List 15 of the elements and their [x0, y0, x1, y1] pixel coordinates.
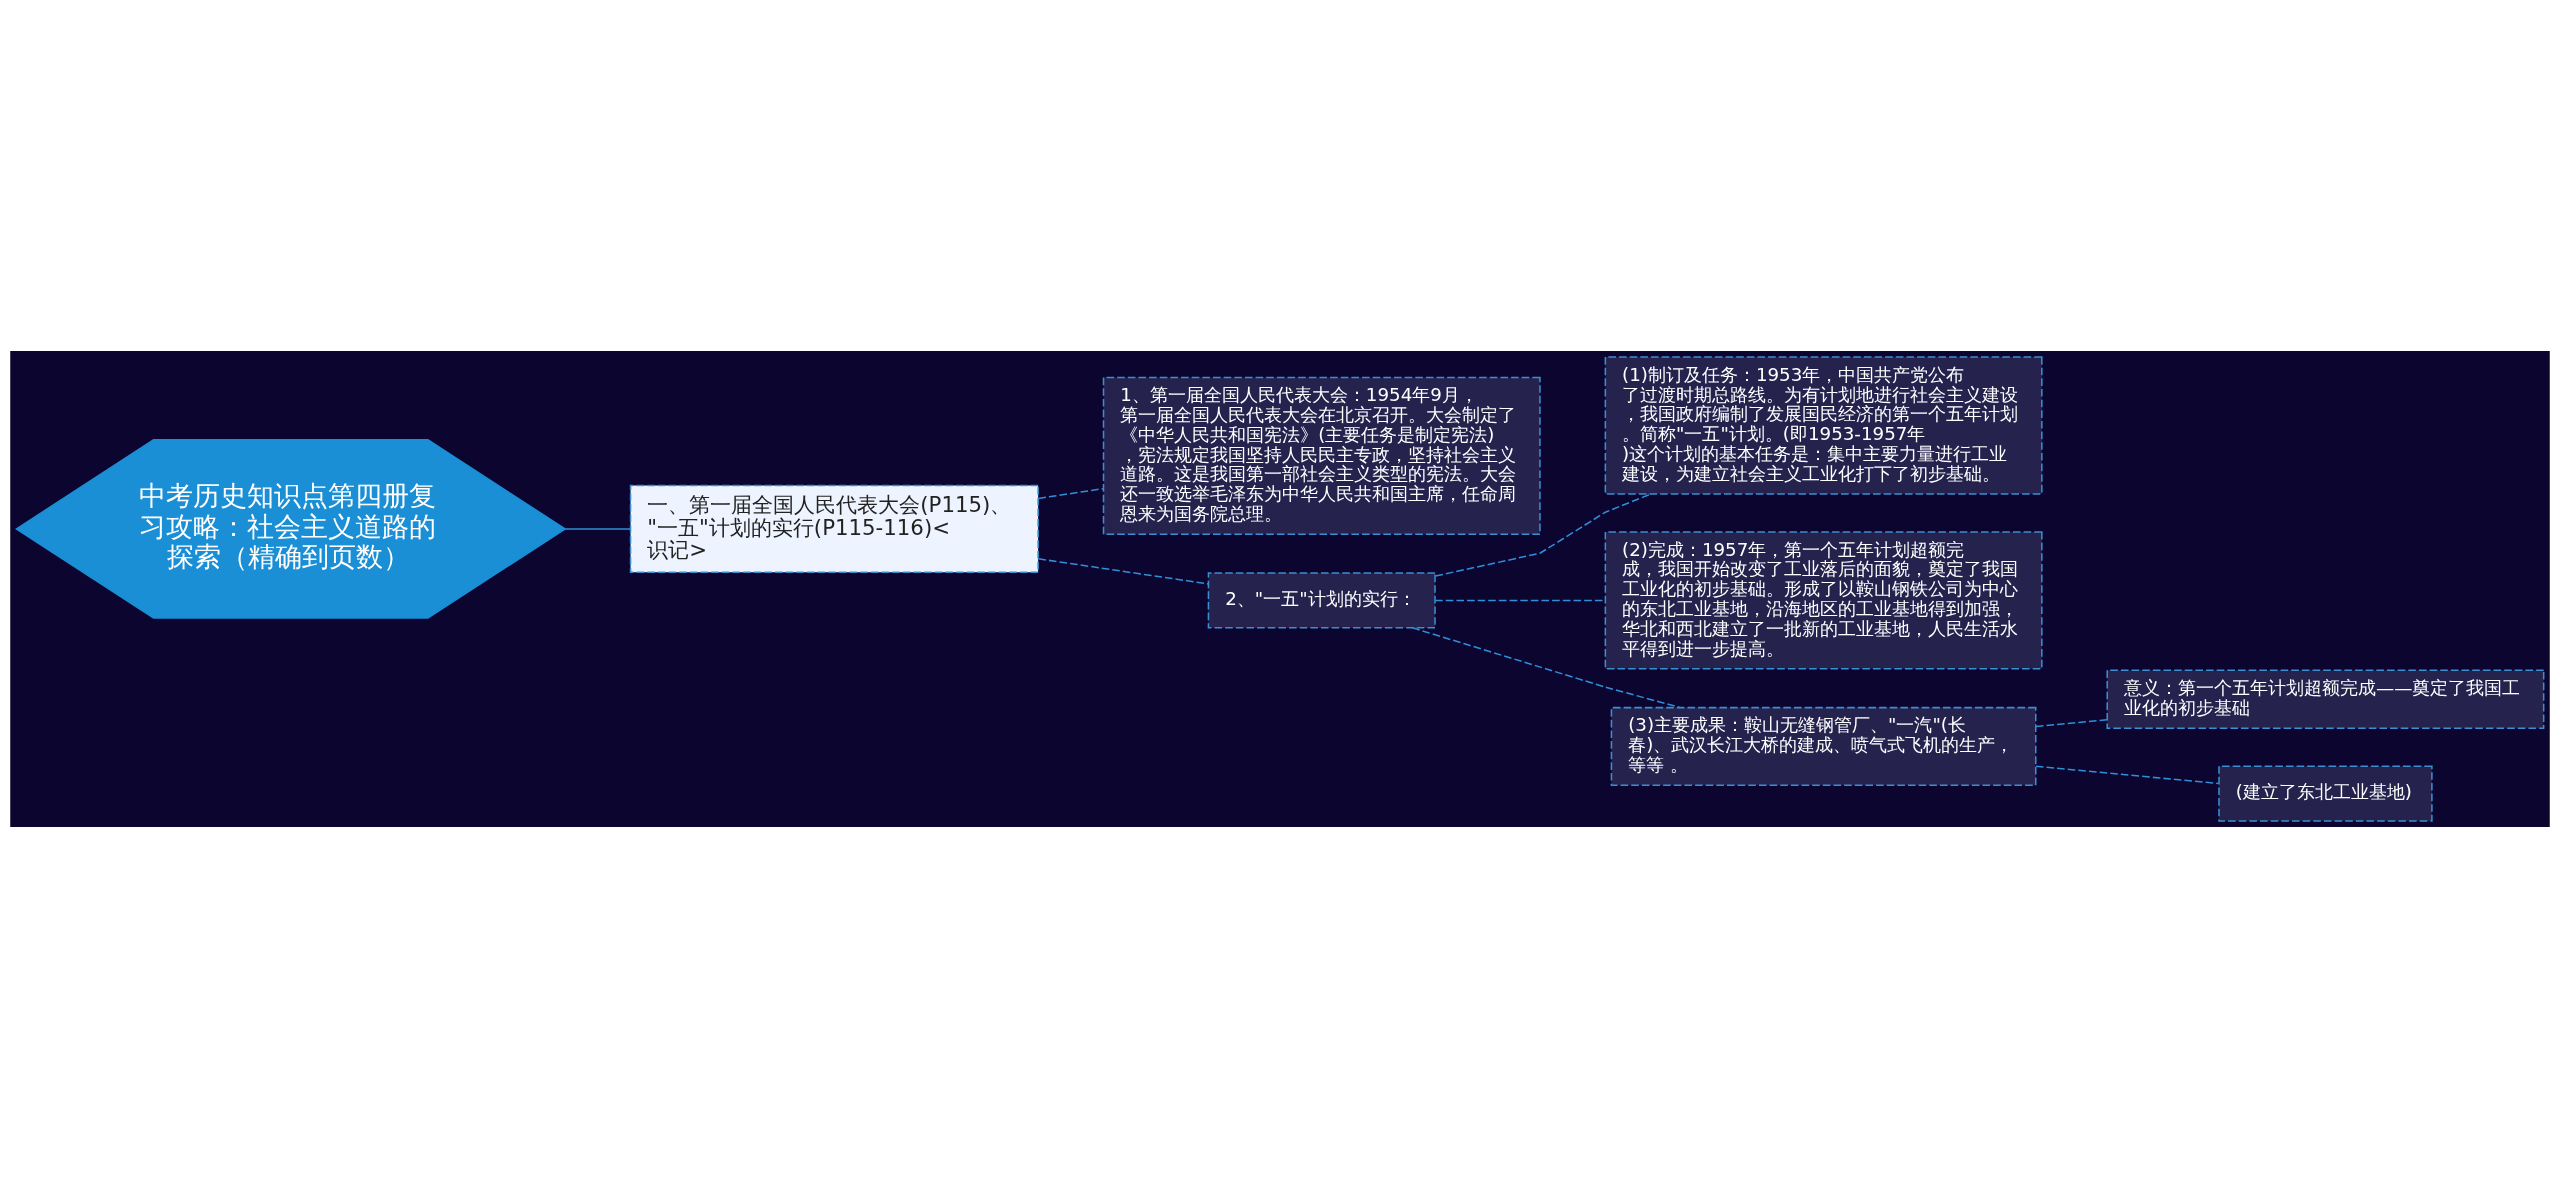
- connector: [564, 527, 632, 530]
- connector: [2035, 718, 2108, 727]
- connector: [1037, 487, 1104, 499]
- connector: [1411, 626, 1681, 708]
- node-box: (3)主要成果：鞍山无缝钢管厂、"一汽"(长春)、武汉长江大桥的建成、喷气式飞机的生产，等等 。: [1610, 706, 2037, 786]
- connector: [1037, 557, 1209, 585]
- node-box: (2)完成：1957年，第一个五年计划超额完成，我国开始改变了工业落后的面貌，奠定了我国工业化的初步基础。形成了以鞍山钢铁公司为中心的东北工业基地，沿海地区的工业基地得到加强，华北和西北建立了一批新的工业基地，人民生活水平得到进一步提高。: [1604, 530, 2043, 670]
- connector: [1434, 492, 1652, 577]
- node-box: 意义：第一个五年计划超额完成——奠定了我国工业化的初步基础: [2106, 669, 2545, 729]
- node-box: (建立了东北工业基地): [2218, 764, 2433, 822]
- connector: [2035, 765, 2220, 784]
- node-box: (1)制订及任务：1953年，中国共产党公布了过渡时期总路线。为有计划地进行社会主义建设，我国政府编制了发展国民经济的第一个五年计划。简称"一五"计划。(即1953-1957年)这个计划的基本任务是：集中主要力量进行工业建设，为建立社会主义工业化打下了初步基础。: [1604, 355, 2043, 495]
- node-box: 2、"一五"计划的实行：: [1207, 571, 1436, 629]
- node-box: 一、第一届全国人民代表大会(P115)、"一五"计划的实行(P115-116)<识记>: [629, 484, 1039, 573]
- node-box: 1、第一届全国人民代表大会：1954年9月，第一届全国人民代表大会在北京召开。大会制定了《中华人民共和国宪法》(主要任务是制定宪法)，宪法规定我国坚持人民民主专政，坚持社会主义道路。这是我国第一部社会主义类型的宪法。大会还一致选举毛泽东为中华人民共和国主席，任命周恩来为国务院总理。: [1102, 376, 1541, 535]
